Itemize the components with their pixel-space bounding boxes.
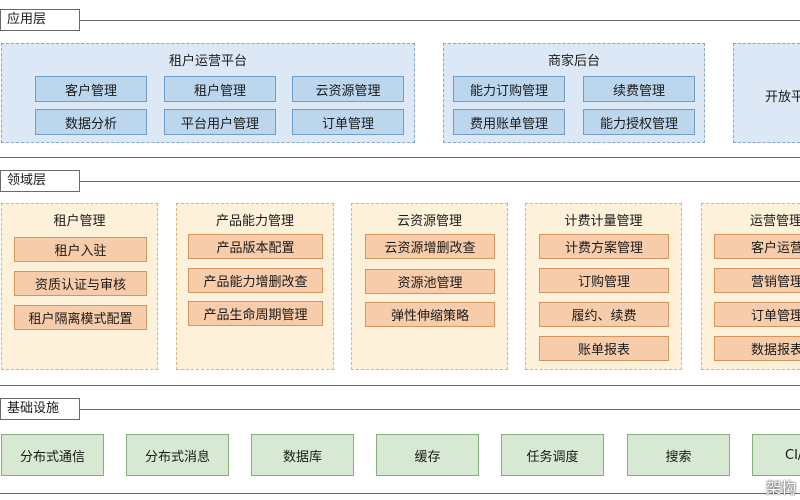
- separator-rule-2: [0, 385, 800, 386]
- infra-box-ci: CI/: [752, 434, 800, 476]
- infra-box-distributed-messaging: 分布式消息: [126, 434, 229, 476]
- application-layer-label: 应用层: [0, 9, 80, 31]
- domain-group-title: 云资源管理: [396, 214, 462, 229]
- infra-box-database: 数据库: [251, 434, 354, 476]
- infra-box-search: 搜索: [627, 434, 730, 476]
- domain-group-title: 产品能力管理: [215, 214, 294, 229]
- infra-box-distributed-communication: 分布式通信: [1, 434, 104, 476]
- domain-box-qualification-audit: 资质认证与审核: [14, 271, 147, 296]
- app-box-data-analysis: 数据分析: [35, 109, 147, 135]
- bottom-rule: [0, 493, 800, 494]
- infrastructure-layer-rule: [80, 409, 800, 410]
- domain-group-cloud-resource: 云资源管理 云资源增删改查 资源池管理 弹性伸缩策略: [351, 203, 508, 370]
- app-box-tenant-mgmt: 租户管理: [164, 76, 276, 102]
- domain-box-pricing-plan: 计费方案管理: [539, 234, 669, 259]
- domain-box-cloud-resource-crud: 云资源增删改查: [365, 234, 495, 259]
- domain-group-billing-metering: 计费计量管理 计费方案管理 订购管理 履约、续费 账单报表: [525, 203, 682, 370]
- separator-rule-1: [0, 157, 800, 158]
- app-box-cloud-resource-mgmt: 云资源管理: [292, 76, 404, 102]
- app-box-customer-mgmt: 客户管理: [35, 76, 147, 102]
- tenant-ops-platform-title: 租户运营平台: [168, 54, 247, 69]
- domain-box-data-report: 数据报表: [714, 336, 800, 361]
- domain-box-customer-operations: 客户运营: [714, 234, 800, 259]
- domain-box-resource-pool: 资源池管理: [365, 269, 495, 294]
- domain-box-order-mgmt: 订单管理: [714, 302, 800, 327]
- app-box-capability-subscription: 能力订购管理: [453, 76, 565, 102]
- open-platform-title: 开放平: [765, 90, 800, 105]
- domain-group-title: 租户管理: [53, 214, 106, 229]
- domain-layer-label: 领域层: [0, 170, 80, 192]
- app-box-billing-mgmt: 费用账单管理: [453, 109, 565, 135]
- domain-layer-rule: [80, 181, 800, 182]
- app-box-capability-authorization: 能力授权管理: [583, 109, 695, 135]
- app-box-platform-user-mgmt: 平台用户管理: [164, 109, 276, 135]
- domain-box-capability-crud: 产品能力增删改查: [188, 268, 323, 293]
- domain-box-fulfillment-renewal: 履约、续费: [539, 302, 669, 327]
- infrastructure-layer-label: 基础设施: [0, 398, 80, 420]
- domain-group-product-capability: 产品能力管理 产品版本配置 产品能力增删改查 产品生命周期管理: [176, 203, 334, 370]
- domain-box-autoscaling-policy: 弹性伸缩策略: [365, 302, 495, 327]
- domain-group-title: 计费计量管理: [564, 214, 643, 229]
- merchant-backend-group: 商家后台 能力订购管理 续费管理 费用账单管理 能力授权管理: [443, 43, 705, 143]
- domain-box-marketing-mgmt: 营销管理: [714, 268, 800, 293]
- domain-box-billing-report: 账单报表: [539, 336, 669, 361]
- domain-group-title: 运营管理: [750, 214, 800, 229]
- merchant-backend-title: 商家后台: [547, 54, 600, 69]
- app-box-renewal-mgmt: 续费管理: [583, 76, 695, 102]
- domain-group-tenant-mgmt: 租户管理 租户入驻 资质认证与审核 租户隔离模式配置: [1, 203, 158, 370]
- domain-box-product-lifecycle: 产品生命周期管理: [188, 301, 323, 326]
- open-platform-group: 开放平: [733, 43, 800, 143]
- domain-box-subscription-mgmt: 订购管理: [539, 268, 669, 293]
- domain-box-tenant-isolation: 租户隔离模式配置: [14, 305, 147, 330]
- infra-box-cache: 缓存: [376, 434, 479, 476]
- watermark-text: 架构: [765, 479, 796, 497]
- domain-box-product-version: 产品版本配置: [188, 234, 323, 259]
- domain-group-operations: 运营管理 客户运营 营销管理 订单管理 数据报表: [701, 203, 800, 370]
- domain-box-tenant-onboarding: 租户入驻: [14, 237, 147, 262]
- app-box-order-mgmt: 订单管理: [292, 109, 404, 135]
- application-layer-rule: [80, 20, 800, 21]
- tenant-ops-platform-group: 租户运营平台 客户管理 租户管理 云资源管理 数据分析 平台用户管理 订单管理: [1, 43, 415, 143]
- infra-box-task-scheduling: 任务调度: [501, 434, 604, 476]
